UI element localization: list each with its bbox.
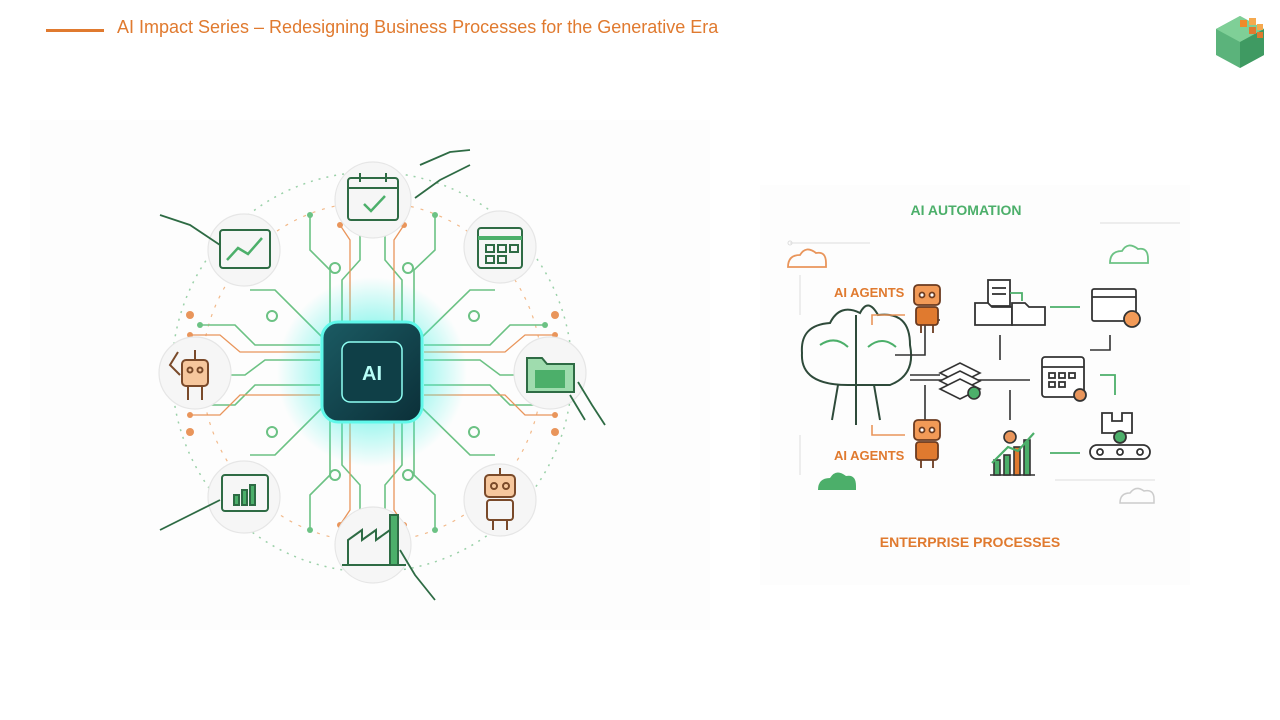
cloud-icon [1119, 487, 1155, 504]
browser-settings-icon [1091, 288, 1141, 328]
calendar-grid-icon [477, 227, 523, 269]
company-logo-icon [1216, 16, 1264, 68]
schedule-calendar-icon [1041, 356, 1087, 402]
folder-icon [526, 357, 606, 426]
calendar-check-icon [347, 173, 399, 221]
agents-top-label: AI AGENTS [834, 285, 905, 300]
brain-icon [800, 304, 912, 425]
factory-conveyor-icon [1089, 412, 1151, 460]
growth-chart-icon [990, 430, 1035, 476]
factory-icon [342, 514, 436, 601]
robot-icon [484, 468, 516, 530]
robot-agent-icon [913, 419, 941, 468]
ai-automation-diagram: AI AUTOMATION AI AGENTS AI AGENTS [760, 185, 1190, 585]
robot-arm-icon [168, 350, 209, 400]
data-stack-icon [938, 362, 982, 400]
diagram-footer: ENTERPRISE PROCESSES [880, 534, 1061, 550]
diagram-title: AI AUTOMATION [911, 202, 1022, 218]
robot-agent-icon [913, 284, 941, 333]
cloud-icon [818, 472, 856, 490]
chip-label: AI [362, 363, 382, 385]
cloud-icon [1109, 244, 1149, 264]
header-accent-line [46, 29, 104, 32]
cloud-icon [787, 248, 827, 268]
line-chart-icon [159, 214, 271, 269]
page-title: AI Impact Series – Redesigning Business … [117, 17, 719, 37]
agents-bottom-label: AI AGENTS [834, 448, 905, 463]
ai-circuit-illustration: AI [30, 120, 710, 630]
document-folders-icon [974, 279, 1046, 326]
bar-chart-tablet-icon [159, 474, 269, 531]
